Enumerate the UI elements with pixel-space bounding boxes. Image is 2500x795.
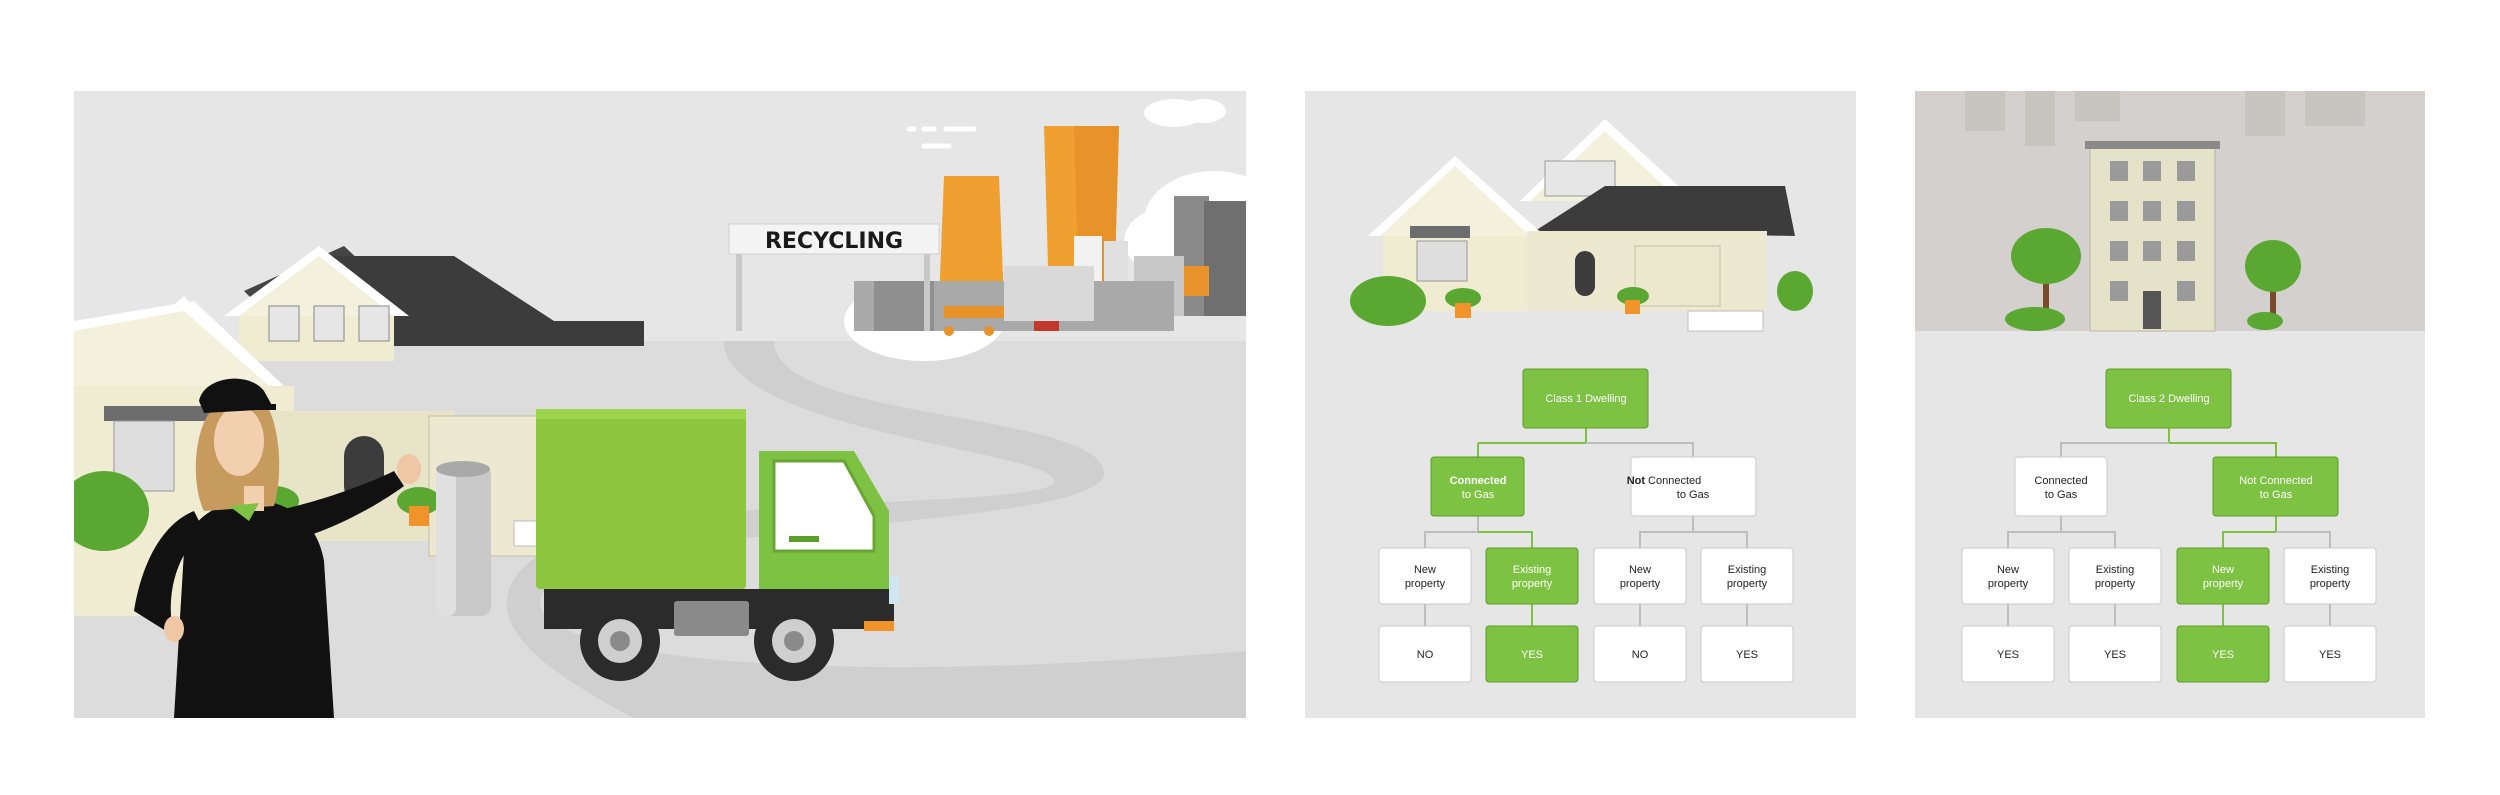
leaf-line1: New [1997,564,2019,576]
answer-label: YES [2319,649,2341,661]
recycling-sign-label: RECYCLING [765,229,903,254]
tree-icon [2245,240,2301,330]
class2-answer-node: YES [1961,625,2055,683]
class1-connected-bold: Connected [1450,475,1507,487]
class1-answer-node: YES [1485,625,1579,683]
answer-label: YES [2104,649,2126,661]
class2-leaf-node: New property [1961,547,2055,605]
skyline-icon [1965,91,2365,146]
class1-connected-rest: to Gas [1462,489,1495,501]
leaf-line2: property [2310,578,2351,590]
recycling-scene-illustration: RECYCLING [74,91,1246,718]
leaf-line2: property [1727,578,1768,590]
leaf-line1: Existing [2096,564,2135,576]
class2-not-connected-node: Not Connected to Gas [2212,456,2339,517]
class1-root-label: Class 1 Dwelling [1545,393,1626,405]
leaf-line2: property [2203,578,2244,590]
class2-root-label: Class 2 Dwelling [2128,393,2209,405]
class1-leaf-node: Existing property [1700,547,1794,605]
class2-not-line2: to Gas [2260,489,2293,501]
class2-leaf-node: Existing property [2283,547,2377,605]
class1-answer-node: YES [1700,625,1794,683]
class1-leaf-node: New property [1593,547,1687,605]
class1-connected-node: Connected to Gas [1430,456,1525,517]
class1-not-bold: Not [1627,475,1646,487]
class1-answer-node: NO [1593,625,1687,683]
class1-not-rest: Connected [1648,475,1701,487]
class2-connected-node: Connected to Gas [2014,456,2108,517]
class1-leaf-node: Existing property [1485,547,1579,605]
answer-label: YES [1997,649,2019,661]
class2-connected-line2: to Gas [2045,489,2078,501]
answer-label: NO [1632,649,1649,661]
class1-not-line2: to Gas [1677,489,1710,501]
class2-answer-node: YES [2176,625,2270,683]
leaf-line2: property [2095,578,2136,590]
recycling-sign: RECYCLING [728,223,940,331]
leaf-line1: Existing [1513,564,1552,576]
leaf-line2: property [1405,578,1446,590]
answer-label: NO [1417,649,1434,661]
class2-answer-node: YES [2283,625,2377,683]
class1-leaf-node: New property [1378,547,1472,605]
class2-dwelling-panel: Class 2 Dwelling Connected to Gas Not Co… [1915,91,2425,718]
truck-icon [536,409,899,681]
class2-answer-node: YES [2068,625,2162,683]
house-icon [1350,119,1813,332]
leaf-line2: property [1988,578,2029,590]
class2-not-line1: Not Connected [2239,475,2312,487]
answer-label: YES [1736,649,1758,661]
leaf-line1: Existing [1728,564,1767,576]
leaf-line1: Existing [2311,564,2350,576]
class2-root-node: Class 2 Dwelling [2105,368,2232,429]
class2-connected-line1: Connected [2034,475,2087,487]
presenter-character [134,378,421,718]
wind-lines [906,126,977,149]
answer-label: YES [1521,649,1543,661]
class1-answer-node: NO [1378,625,1472,683]
class2-leaf-node: Existing property [2068,547,2162,605]
answer-label: YES [2212,649,2234,661]
apartment-building-icon [2085,141,2220,332]
tree-icon [2005,228,2081,331]
class1-root-node: Class 1 Dwelling [1522,368,1649,429]
leaf-line2: property [1620,578,1661,590]
water-heater-icon [436,461,491,616]
leaf-line1: New [1414,564,1436,576]
class2-leaf-node: New property [2176,547,2270,605]
leaf-line2: property [1512,578,1553,590]
leaf-line1: New [2212,564,2234,576]
leaf-line1: New [1629,564,1651,576]
factory-icon [844,126,1246,361]
